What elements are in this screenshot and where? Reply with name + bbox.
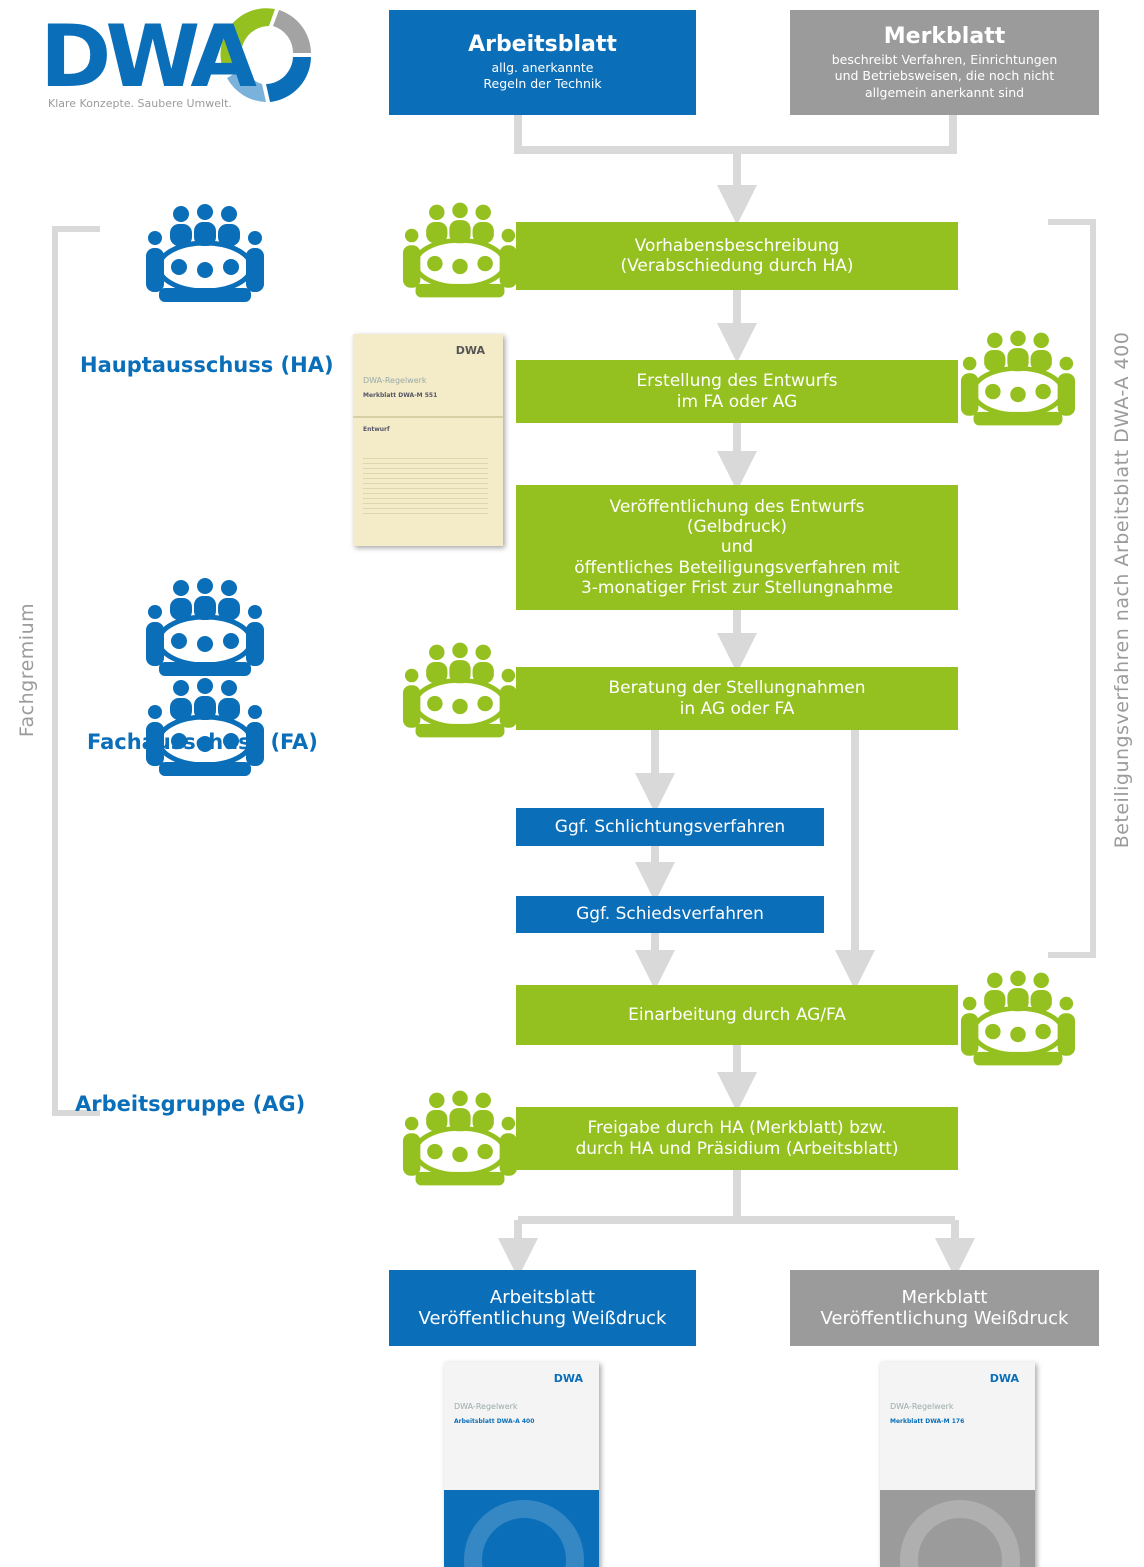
step-line: öffentliches Beteiligungsverfahren mit <box>574 557 900 578</box>
committee-icon-ha <box>145 204 265 308</box>
green-committee-icon-2 <box>960 330 1076 432</box>
box-line: und Betriebsweisen, die noch nicht <box>834 68 1055 84</box>
output-title: Merkblatt <box>901 1286 988 1308</box>
dwa-logo-ring <box>220 8 311 102</box>
side-label-beteiligungsverfahren: Beteiligungsverfahren nach Arbeitsblatt … <box>1111 331 1133 849</box>
box-line: Regeln der Technik <box>483 76 602 92</box>
step-line: Beratung der Stellungnahmen <box>608 678 866 699</box>
logo-tagline: Klare Konzepte. Saubere Umwelt. <box>48 97 232 110</box>
step-line: Einarbeitung durch AG/FA <box>628 1004 846 1025</box>
step-vorhabensbeschreibung: Vorhabensbeschreibung (Verabschiedung du… <box>516 222 958 290</box>
step-line: Ggf. Schiedsverfahren <box>576 904 764 925</box>
step-line: Freigabe durch HA (Merkblatt) bzw. <box>587 1118 887 1139</box>
output-merkblatt: Merkblatt Veröffentlichung Weißdruck <box>790 1270 1099 1346</box>
step-line: im FA oder AG <box>676 391 798 412</box>
doc-series: DWA-Regelwerk <box>454 1402 518 1411</box>
connector-top-merge <box>514 115 957 154</box>
green-committee-icon-1 <box>402 202 518 304</box>
people-group-icon <box>402 202 518 298</box>
label-arbeitsgruppe: Arbeitsgruppe (AG) <box>75 1092 306 1116</box>
step-line: (Verabschiedung durch HA) <box>620 256 854 276</box>
step-line: Ggf. Schlichtungsverfahren <box>554 816 786 837</box>
box-merkblatt-top: Merkblatt beschreibt Verfahren, Einricht… <box>790 10 1099 115</box>
label-hauptausschuss: Hauptausschuss (HA) <box>80 353 334 377</box>
step-schlichtung: Ggf. Schlichtungsverfahren <box>516 808 824 846</box>
box-line: allg. anerkannte <box>491 60 594 76</box>
draft-document-cover: DWA DWA-Regelwerk Merkblatt DWA-M 551 En… <box>353 334 503 546</box>
people-group-icon <box>960 330 1076 426</box>
step-line: in AG oder FA <box>679 698 795 719</box>
step-veroeffentlichung: Veröffentlichung des Entwurfs (Gelbdruck… <box>516 485 958 610</box>
box-title: Arbeitsblatt <box>468 32 617 58</box>
output-sub: Veröffentlichung Weißdruck <box>820 1308 1069 1329</box>
doc-text-lines <box>363 454 488 514</box>
step-line: durch HA und Präsidium (Arbeitsblatt) <box>575 1138 899 1159</box>
side-label-fachgremium: Fachgremium <box>16 602 38 738</box>
step-line: (Gelbdruck) <box>686 517 788 538</box>
committee-icon-ag <box>145 678 265 782</box>
step-line: Erstellung des Entwurfs <box>636 371 838 392</box>
doc-brand: DWA <box>989 1372 1019 1385</box>
green-committee-icon-5 <box>402 1090 518 1192</box>
doc-series: DWA-Regelwerk <box>363 376 427 385</box>
step-freigabe: Freigabe durch HA (Merkblatt) bzw. durch… <box>516 1107 958 1170</box>
doc-status: Entwurf <box>363 426 390 433</box>
doc-series: DWA-Regelwerk <box>890 1402 954 1411</box>
box-arbeitsblatt-top: Arbeitsblatt allg. anerkannte Regeln der… <box>389 10 696 115</box>
step-line: und <box>720 537 754 558</box>
step-schieds: Ggf. Schiedsverfahren <box>516 896 824 933</box>
people-group-icon <box>146 678 264 776</box>
step-einarbeitung: Einarbeitung durch AG/FA <box>516 985 958 1045</box>
people-group-icon <box>146 578 264 676</box>
box-line: allgemein anerkannt sind <box>864 84 1025 100</box>
doc-brand: DWA <box>455 344 485 357</box>
label-fachausschuss: Fachausschuss (FA) <box>87 730 318 754</box>
doc-name: Merkblatt DWA-M 551 <box>363 392 438 399</box>
step-erstellung: Erstellung des Entwurfs im FA oder AG <box>516 360 958 423</box>
output-arbeitsblatt: Arbeitsblatt Veröffentlichung Weißdruck <box>389 1270 696 1346</box>
doc-name: Arbeitsblatt DWA-A 400 <box>454 1418 535 1425</box>
final-arbeitsblatt-cover: DWA DWA-Regelwerk Arbeitsblatt DWA-A 400 <box>444 1362 599 1567</box>
people-group-icon <box>402 642 518 738</box>
bracket-beteiligungsverfahren <box>1048 219 1096 958</box>
committee-icon-fa <box>145 578 265 682</box>
green-committee-icon-3 <box>402 642 518 744</box>
step-beratung: Beratung der Stellungnahmen in AG oder F… <box>516 667 958 730</box>
dwa-logo-text: DWA <box>40 7 257 107</box>
doc-name: Merkblatt DWA-M 176 <box>890 1418 965 1425</box>
box-title: Merkblatt <box>883 24 1006 50</box>
step-line: Vorhabensbeschreibung <box>634 235 840 256</box>
doc-divider <box>353 416 503 418</box>
final-merkblatt-cover: DWA DWA-Regelwerk Merkblatt DWA-M 176 <box>880 1362 1035 1567</box>
step-line: 3-monatiger Frist zur Stellungnahme <box>580 577 894 598</box>
people-group-icon <box>146 204 264 302</box>
step-line: Veröffentlichung des Entwurfs <box>609 497 865 518</box>
output-title: Arbeitsblatt <box>489 1286 596 1308</box>
doc-brand: DWA <box>553 1372 583 1385</box>
bracket-fachgremium <box>52 226 100 1116</box>
output-sub: Veröffentlichung Weißdruck <box>418 1308 667 1329</box>
people-group-icon <box>402 1090 518 1186</box>
green-committee-icon-4 <box>960 970 1076 1072</box>
people-group-icon <box>960 970 1076 1066</box>
box-line: beschreibt Verfahren, Einrichtungen <box>831 52 1058 68</box>
